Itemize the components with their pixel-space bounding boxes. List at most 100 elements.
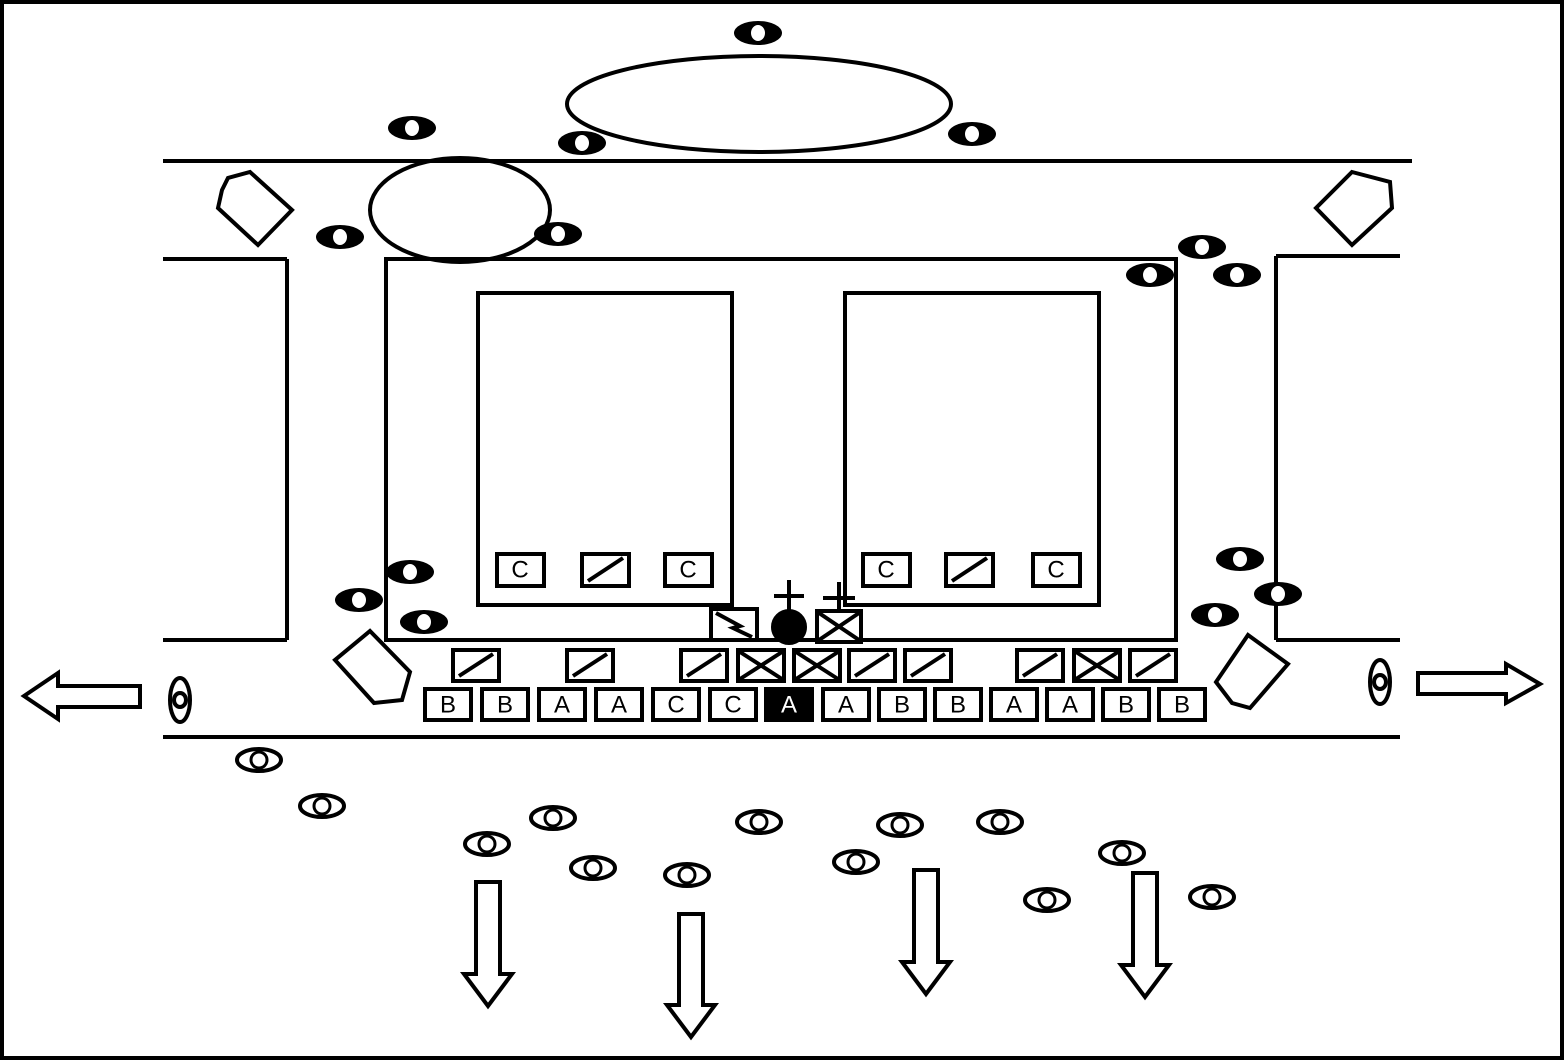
pillar-bottom-left (332, 628, 413, 706)
letter-box-label: B (440, 692, 456, 719)
room-left-c-box-2 (663, 552, 714, 588)
letter-box-label: A (781, 692, 797, 719)
symbol-row (451, 648, 1178, 683)
letter-box: B (1157, 687, 1207, 722)
letter-box-label: B (1118, 692, 1134, 719)
room-right (843, 291, 1101, 607)
letter-box-label: B (497, 692, 513, 719)
letter-box-frame (708, 687, 758, 722)
room-left (476, 291, 734, 607)
letter-box-label: B (950, 692, 966, 719)
room-right-c-label-2: C (1047, 557, 1064, 584)
arrow-down-3 (898, 868, 954, 998)
down-arrows (460, 868, 1173, 1041)
letter-box-label: A (838, 692, 854, 719)
letter-box-label: C (724, 692, 741, 719)
pillar-top-left (215, 169, 295, 248)
arrow-down-2 (663, 912, 719, 1041)
eye-marker-outline (463, 831, 511, 857)
eye-marker-filled (1213, 263, 1261, 287)
eye-marker-outline (1188, 884, 1236, 910)
letter-box: C (651, 687, 701, 722)
eye-marker-outline (663, 862, 711, 888)
letter-box: A (537, 687, 587, 722)
room-left-items: C C (495, 552, 714, 588)
room-right-c-box-2 (1031, 552, 1082, 588)
letter-box-frame (651, 687, 701, 722)
eye-marker-outline (876, 812, 924, 838)
eye-marker-filled (1191, 603, 1239, 627)
letter-box: A (821, 687, 871, 722)
eye-marker-outline (298, 793, 346, 819)
arrow-down-4 (1117, 871, 1173, 1001)
eye-marker-outline (976, 809, 1024, 835)
x-box (1072, 648, 1122, 683)
eye-marker-outline (529, 805, 577, 831)
room-right-c-box-1 (861, 552, 912, 588)
letter-box-frame (989, 687, 1039, 722)
letter-box-frame (480, 687, 530, 722)
slash-box (679, 648, 729, 683)
letter-box-label: C (667, 692, 684, 719)
room-right-items: C C (861, 552, 1082, 588)
eye-marker-outline (569, 855, 617, 881)
eye-marker-filled (558, 131, 606, 155)
eye-marker-outline (1098, 840, 1146, 866)
letter-box: A (594, 687, 644, 722)
eye-marker-outline (1023, 887, 1071, 913)
letter-box: C (708, 687, 758, 722)
arrow-left (20, 669, 142, 723)
lightning-icon (715, 611, 753, 639)
eye-marker-filled (335, 588, 383, 612)
x-box (736, 648, 786, 683)
letter-box-frame (877, 687, 927, 722)
arrow-down-1 (460, 880, 516, 1010)
letter-box-frame (1101, 687, 1151, 722)
slash-box (565, 648, 615, 683)
diamond-pillars (215, 169, 1395, 711)
pillar-top-right (1313, 169, 1395, 248)
room-right-c-label-1: C (877, 557, 894, 584)
letter-box: A (764, 687, 814, 722)
letter-box: B (877, 687, 927, 722)
filled-dot-icon (771, 609, 807, 645)
ellipse-top-small (368, 156, 552, 264)
letter-box: A (1045, 687, 1095, 722)
eye-marker-filled (1254, 582, 1302, 606)
letter-box-label: A (611, 692, 627, 719)
eye-marker-filled (388, 116, 436, 140)
eye-markers-outline (235, 747, 1236, 913)
room-left-c-box-1 (495, 552, 546, 588)
exit-arrows (20, 660, 1545, 723)
letter-box-frame (764, 687, 814, 722)
slash-box (1128, 648, 1178, 683)
letter-box-label: A (1006, 692, 1022, 719)
eye-markers-vertical (168, 658, 1392, 724)
letter-box: B (480, 687, 530, 722)
letter-box-frame (821, 687, 871, 722)
letter-box-frame (423, 687, 473, 722)
slash-box (903, 648, 953, 683)
letter-box-label: B (894, 692, 910, 719)
slash-box (451, 648, 501, 683)
letter-box-frame (1157, 687, 1207, 722)
eye-markers-filled (316, 21, 1302, 634)
arrow-right (1416, 660, 1545, 707)
x-box (792, 648, 842, 683)
letter-box-frame (933, 687, 983, 722)
center-items (709, 580, 863, 645)
letter-box: B (423, 687, 473, 722)
slash-box (1015, 648, 1065, 683)
letter-box: A (989, 687, 1039, 722)
letter-box: B (1101, 687, 1151, 722)
letter-box-frame (537, 687, 587, 722)
eye-marker-filled (1178, 235, 1226, 259)
letter-box-label: B (1174, 692, 1190, 719)
eye-marker-filled (534, 222, 582, 246)
pillar-bottom-right (1213, 632, 1291, 711)
eye-marker-filled (400, 610, 448, 634)
eye-vertical-right (1368, 658, 1392, 706)
letter-box-label: A (1062, 692, 1078, 719)
